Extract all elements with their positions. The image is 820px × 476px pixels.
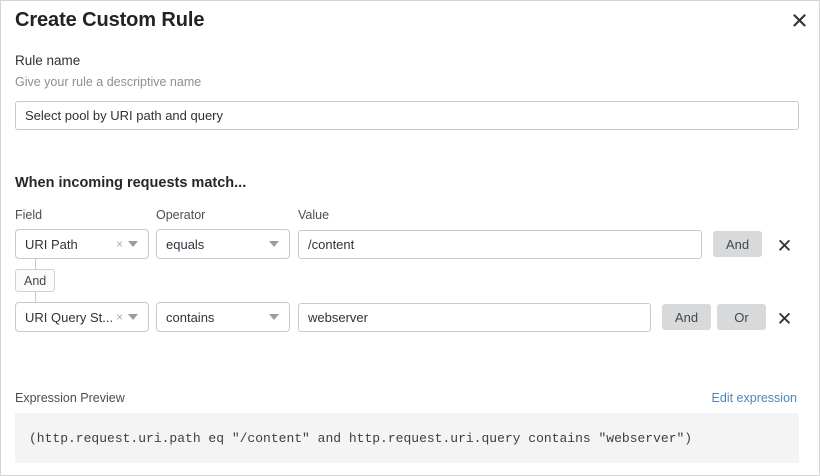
chevron-down-icon — [128, 241, 138, 247]
connector-line-top — [35, 259, 36, 270]
field-select-row-2[interactable]: URI Query St... × — [15, 302, 149, 332]
edit-expression-link[interactable]: Edit expression — [711, 391, 797, 405]
match-section-heading: When incoming requests match... — [15, 175, 247, 191]
field-select-value-row-2: URI Query St... — [25, 309, 114, 325]
operator-select-row-2[interactable]: contains — [156, 302, 290, 332]
operator-select-value-row-1: equals — [166, 236, 205, 252]
close-icon[interactable] — [787, 7, 811, 31]
logic-or-button-row-2[interactable]: Or — [717, 304, 766, 330]
column-header-value: Value — [298, 208, 330, 222]
field-select-row-1[interactable]: URI Path × — [15, 229, 149, 259]
delete-row-2-button[interactable] — [774, 307, 794, 327]
column-header-field: Field — [15, 208, 43, 222]
connector-line-bottom — [35, 291, 36, 302]
chevron-down-icon — [269, 241, 279, 247]
expression-preview-box: (http.request.uri.path eq "/content" and… — [15, 413, 799, 463]
clear-icon[interactable]: × — [115, 236, 123, 251]
delete-row-1-button[interactable] — [774, 234, 794, 254]
rule-name-label: Rule name — [15, 53, 81, 68]
connector-and-badge[interactable]: And — [15, 269, 56, 292]
clear-icon[interactable]: × — [115, 309, 123, 324]
operator-select-row-1[interactable]: equals — [156, 229, 290, 259]
operator-select-value-row-2: contains — [166, 309, 215, 325]
rule-name-input[interactable] — [15, 101, 799, 130]
logic-and-button-row-2[interactable]: And — [662, 304, 711, 330]
chevron-down-icon — [269, 314, 279, 320]
expression-preview-code: (http.request.uri.path eq "/content" and… — [29, 430, 693, 446]
expression-preview-label: Expression Preview — [15, 391, 125, 405]
rule-name-help-text: Give your rule a descriptive name — [15, 75, 202, 89]
value-input-row-2[interactable] — [298, 303, 651, 332]
field-select-value-row-1: URI Path — [25, 236, 78, 252]
page-title: Create Custom Rule — [15, 9, 205, 31]
column-header-operator: Operator — [156, 208, 206, 222]
logic-and-button-row-1[interactable]: And — [713, 231, 762, 257]
value-input-row-1[interactable] — [298, 230, 702, 259]
chevron-down-icon — [128, 314, 138, 320]
